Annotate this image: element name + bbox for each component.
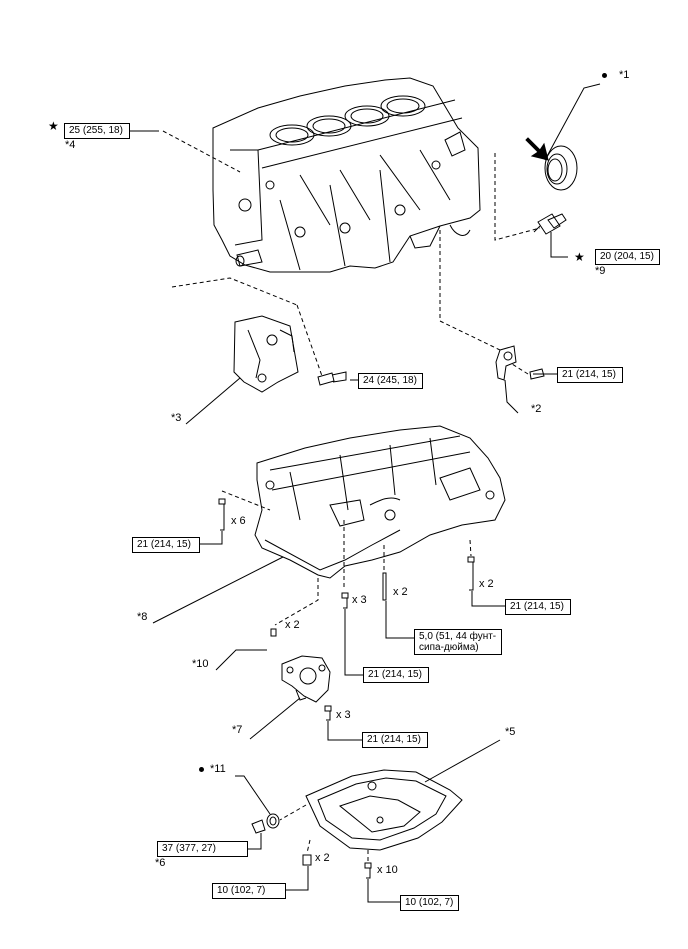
quantity-label: x 3 bbox=[336, 709, 351, 721]
install-direction-arrow bbox=[525, 137, 549, 161]
star-icon: ★ bbox=[574, 250, 585, 264]
torque-spec-box: 37 (377, 27) bbox=[157, 841, 248, 857]
alignment-lines bbox=[162, 130, 541, 862]
callout-label: *8 bbox=[137, 611, 148, 623]
torque-spec-box: 25 (255, 18) bbox=[64, 123, 130, 139]
torque-spec-box: 21 (214, 15) bbox=[557, 367, 623, 383]
quantity-label: x 2 bbox=[479, 578, 494, 590]
replace-part-dot-icon bbox=[199, 767, 204, 772]
rear-oil-seal-drawing bbox=[544, 145, 578, 191]
quantity-label: x 3 bbox=[352, 594, 367, 606]
bracket-bolt-drawing bbox=[317, 371, 347, 386]
callout-label: *10 bbox=[192, 658, 209, 670]
quantity-label: x 2 bbox=[393, 586, 408, 598]
stud-bolt-drawing bbox=[382, 572, 387, 601]
drain-plug-drawing bbox=[251, 813, 280, 834]
oil-pan-drawing bbox=[305, 769, 463, 851]
engine-mount-bracket-drawing bbox=[233, 315, 299, 393]
star-icon: ★ bbox=[48, 119, 59, 133]
quantity-label: x 10 bbox=[377, 864, 398, 876]
quantity-label: x 2 bbox=[285, 619, 300, 631]
quantity-label: x 6 bbox=[231, 515, 246, 527]
oil-pump-drawing bbox=[281, 655, 331, 703]
callout-label: *3 bbox=[171, 412, 182, 424]
torque-spec-box: 20 (204, 15) bbox=[595, 249, 660, 265]
pan-bolt-drawing bbox=[364, 862, 372, 879]
torque-spec-box: 5,0 (51, 44 фунт-сипа-дюйма) bbox=[414, 629, 502, 655]
callout-label: *1 bbox=[619, 69, 630, 81]
oil-pressure-switch-drawing bbox=[533, 213, 567, 235]
pan-nut-drawing bbox=[302, 854, 312, 866]
callout-label: *11 bbox=[210, 763, 226, 775]
callout-label: *5 bbox=[505, 726, 516, 738]
pump-bolt-drawing bbox=[324, 705, 332, 721]
callout-label: *4 bbox=[65, 139, 76, 151]
crankcase-drawing bbox=[254, 425, 506, 579]
torque-spec-box: 21 (214, 15) bbox=[132, 537, 200, 553]
quantity-label: x 2 bbox=[315, 852, 330, 864]
crankcase-bolt-x6-drawing bbox=[218, 498, 226, 531]
torque-spec-box: 21 (214, 15) bbox=[363, 667, 429, 683]
knock-sensor-drawing bbox=[495, 345, 545, 381]
torque-spec-box: 10 (102, 7) bbox=[212, 883, 286, 899]
crankcase-bolt-x3-drawing bbox=[341, 592, 349, 609]
torque-spec-box: 10 (102, 7) bbox=[400, 895, 459, 911]
replace-part-dot-icon bbox=[602, 73, 607, 78]
leader-lines bbox=[130, 83, 601, 903]
cylinder-block-drawing bbox=[212, 77, 481, 273]
torque-spec-box: 21 (214, 15) bbox=[505, 599, 571, 615]
callout-label: *2 bbox=[531, 403, 542, 415]
torque-spec-box: 21 (214, 15) bbox=[362, 732, 428, 748]
dowel-pin-drawing bbox=[270, 628, 277, 637]
callout-label: *9 bbox=[595, 265, 606, 277]
callout-label: *7 bbox=[232, 724, 243, 736]
callout-label: *6 bbox=[155, 857, 166, 869]
crankcase-bolt-x2-drawing bbox=[467, 556, 475, 591]
torque-spec-box: 24 (245, 18) bbox=[358, 373, 423, 389]
